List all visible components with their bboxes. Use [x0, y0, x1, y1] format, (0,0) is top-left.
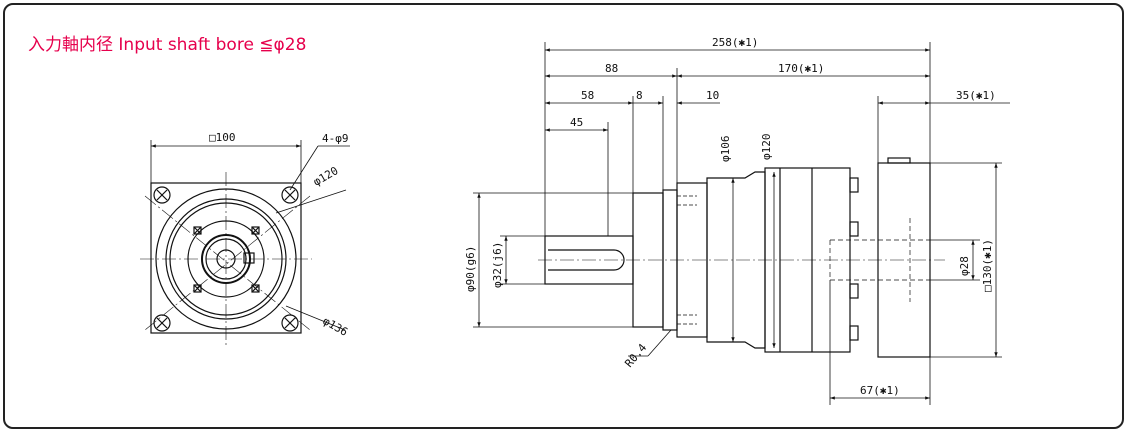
adapter-cap: [887, 157, 911, 164]
outer-circle: [155, 188, 297, 330]
dia-28-label: φ28: [958, 256, 971, 276]
len-8-label: 8: [636, 89, 643, 102]
sq-130-label: □130(✱1): [981, 239, 994, 292]
total-length-label: 258(✱1): [712, 36, 758, 49]
dia-90-label: φ90(g6): [464, 246, 477, 292]
hub-inner-circle: [205, 238, 247, 280]
inner-bolts: [193, 226, 260, 293]
circle-3: [169, 202, 283, 316]
dia-120-label: φ120: [760, 134, 773, 161]
front-view: [140, 140, 350, 345]
holes-label: 4-φ9: [322, 132, 349, 145]
circle-4: [187, 220, 265, 298]
diagram-frame: [3, 3, 1124, 429]
circle-2: [165, 198, 287, 320]
len-45-label: 45: [570, 116, 583, 129]
flange-holes: [677, 195, 697, 325]
len-88-label: 88: [605, 62, 618, 75]
dia-32-label: φ32(j6): [491, 242, 504, 288]
pcd-120-label: φ120: [311, 164, 340, 189]
input-shaft-bore-title: 入力軸内径 Input shaft bore ≦φ28: [28, 35, 307, 55]
side-dimensions: [473, 42, 1010, 405]
shaft-key: [548, 249, 625, 271]
radius-label: R0.4: [622, 341, 649, 370]
housing-bolts: [849, 177, 859, 341]
shaft-circle: [216, 249, 236, 269]
corner-holes: [153, 186, 299, 332]
hub-circle: [201, 234, 251, 284]
len-67-label: 67(✱1): [860, 384, 900, 397]
front-dimensions: [150, 140, 350, 331]
len-58-label: 58: [581, 89, 594, 102]
key-square: [243, 252, 255, 264]
len-10-label: 10: [706, 89, 719, 102]
len-170-label: 170(✱1): [778, 62, 824, 75]
len-35-label: 35(✱1): [956, 89, 996, 102]
square-100-label: □100: [209, 131, 236, 144]
side-labels: 258(✱1) 88 170(✱1) 58 8 10 45 35(✱1) φ10…: [464, 36, 996, 397]
dia-106-label: φ106: [719, 136, 732, 163]
pcd-136-label: φ136: [321, 314, 350, 339]
side-view: [538, 157, 945, 358]
